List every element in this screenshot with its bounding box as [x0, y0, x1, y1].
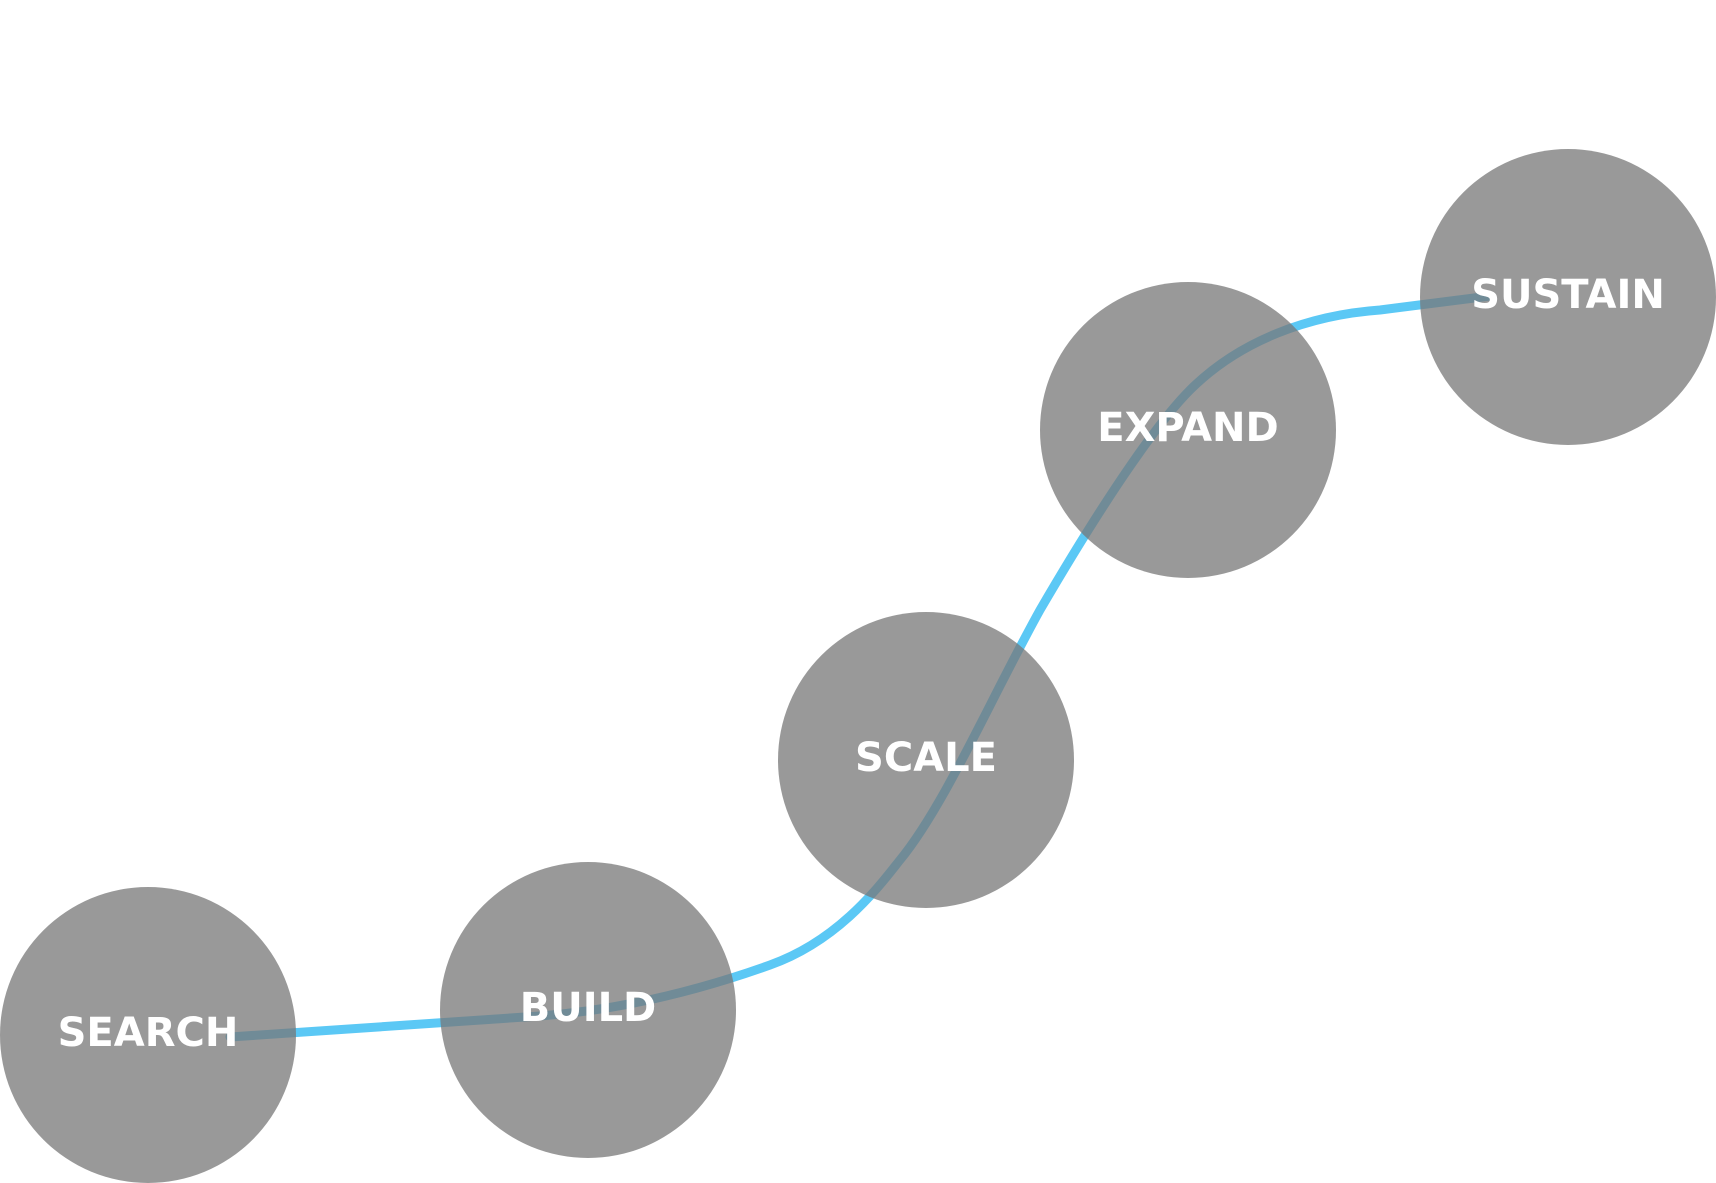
stage-node-build: BUILD — [440, 862, 736, 1158]
stage-label-search: SEARCH — [58, 1010, 239, 1056]
stage-circle — [0, 887, 296, 1183]
stage-label-sustain: SUSTAIN — [1471, 272, 1665, 318]
stage-circle — [1040, 282, 1336, 578]
stage-label-expand: EXPAND — [1097, 405, 1278, 451]
stage-circle — [1420, 149, 1716, 445]
stage-circle — [778, 612, 1074, 908]
stage-label-build: BUILD — [520, 985, 657, 1031]
stage-circle — [440, 862, 736, 1158]
stage-label-scale: SCALE — [855, 735, 997, 781]
stage-node-expand: EXPAND — [1040, 282, 1336, 578]
stage-node-search: SEARCH — [0, 887, 296, 1183]
stage-node-scale: SCALE — [778, 612, 1074, 908]
stage-node-sustain: SUSTAIN — [1420, 149, 1716, 445]
